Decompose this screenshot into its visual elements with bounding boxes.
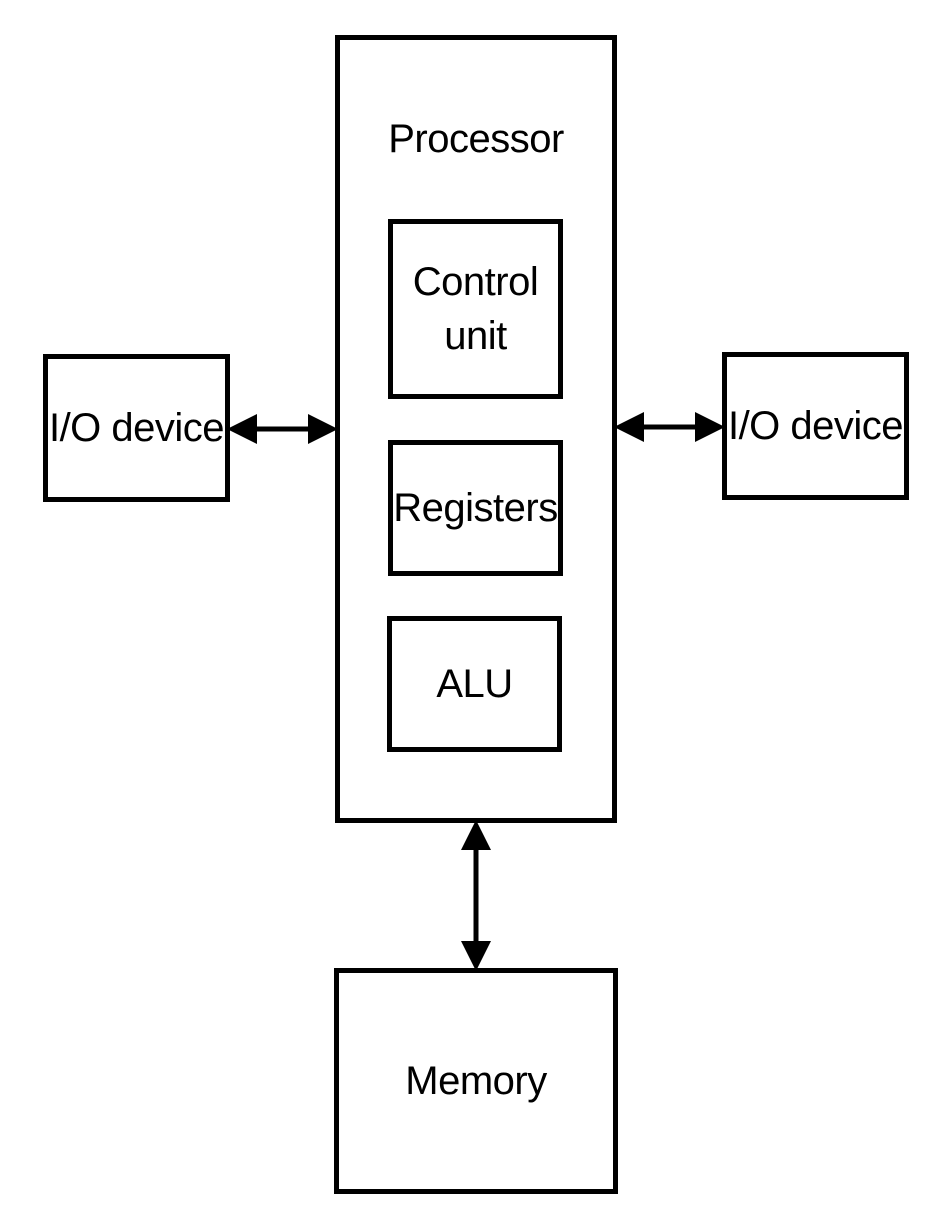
memory-box: Memory [334,968,618,1194]
alu-label: ALU [436,662,513,706]
control-unit-label: Control unit [412,260,539,358]
alu-box: ALU [387,616,562,752]
registers-label: Registers [393,486,558,530]
io-device-right-label: I/O device [727,404,904,448]
processor-label: Processor [388,117,564,161]
io-device-left-label: I/O device [48,406,225,450]
io-device-left-box: I/O device [43,354,230,502]
control-unit-box: Control unit [388,219,563,399]
registers-box: Registers [388,440,563,576]
io-device-right-box: I/O device [722,352,909,500]
memory-label: Memory [405,1059,547,1103]
